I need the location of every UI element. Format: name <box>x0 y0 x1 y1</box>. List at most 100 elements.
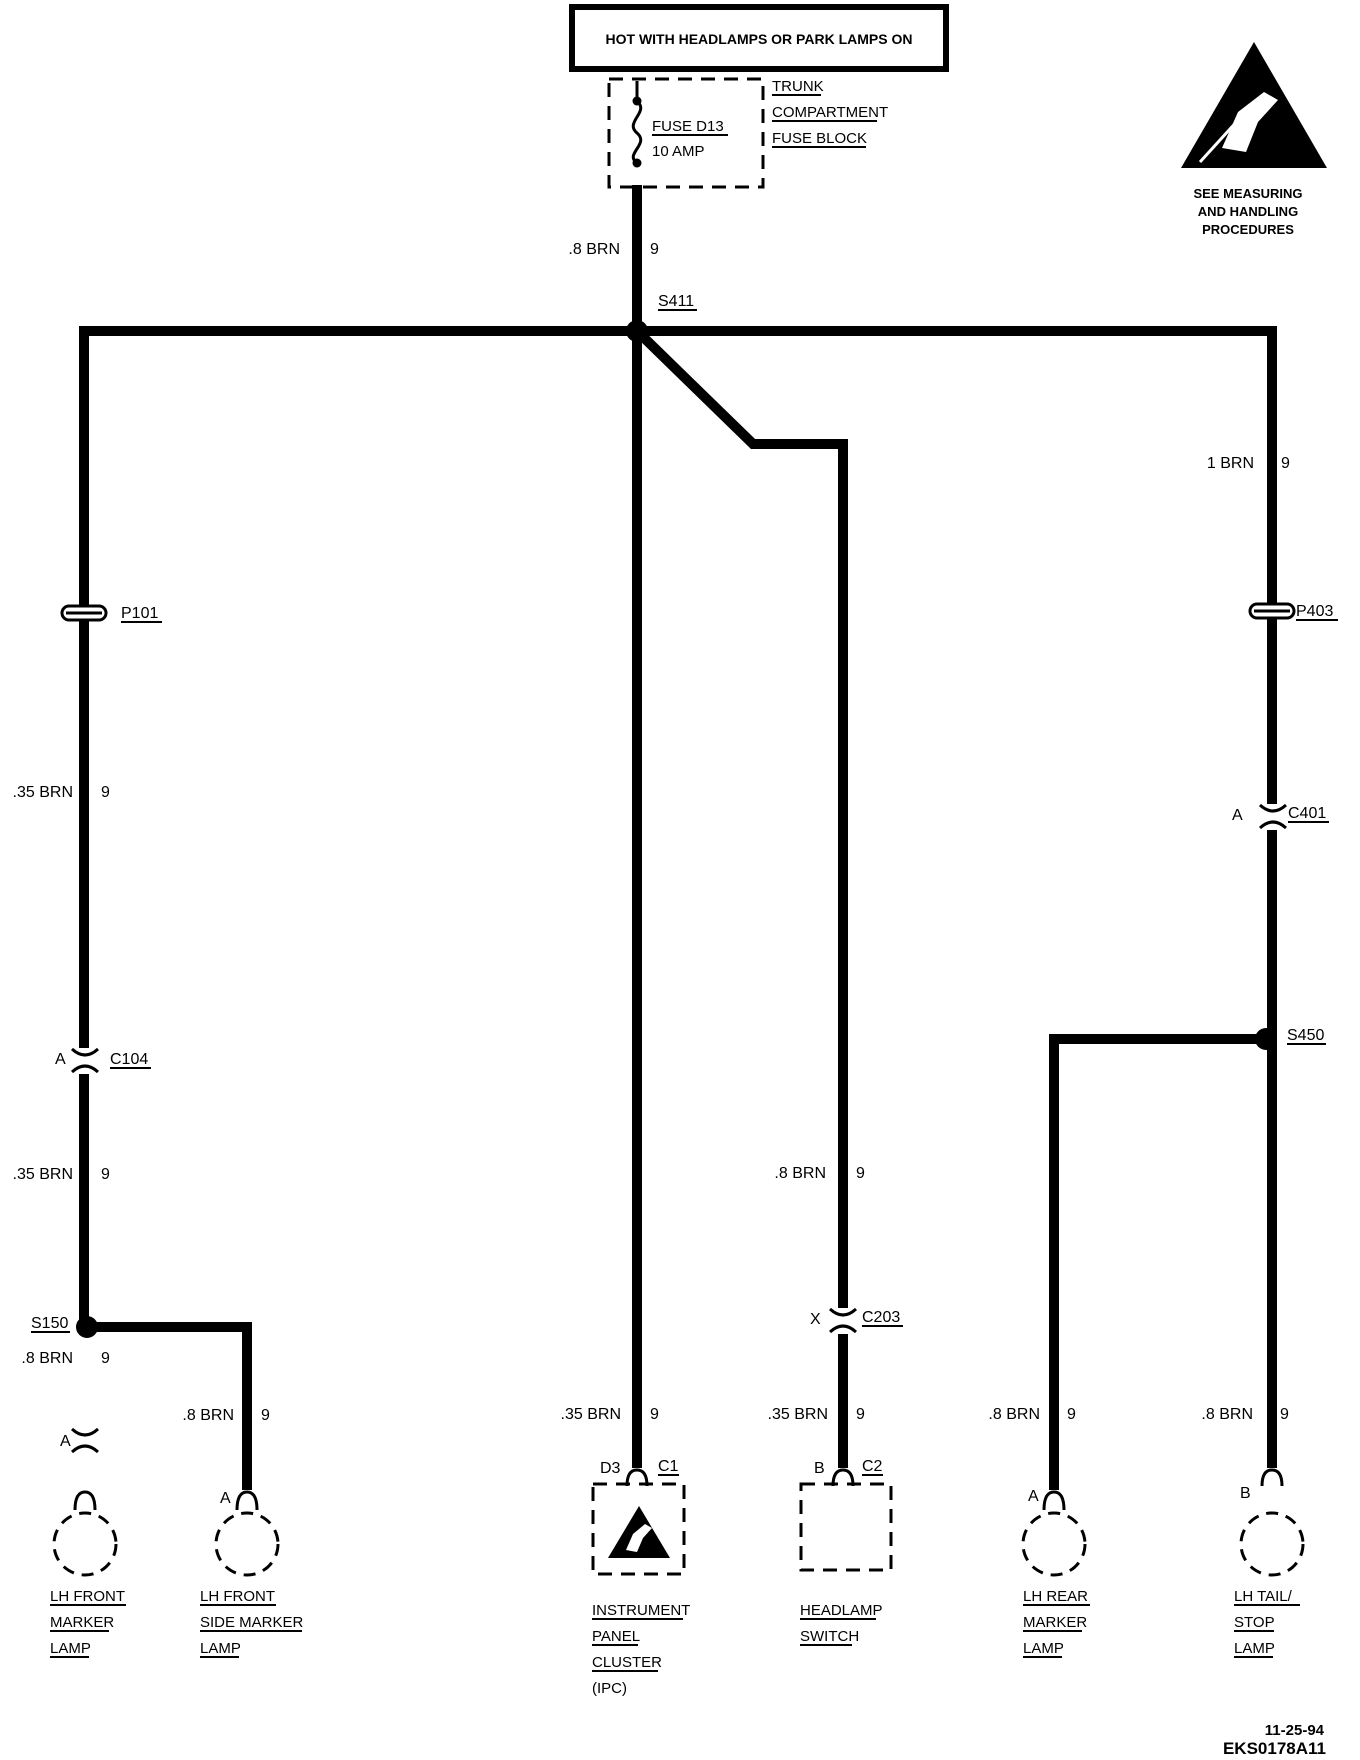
connector-c104-pin: A <box>55 1051 66 1068</box>
connector-c104 <box>70 1047 100 1074</box>
svg-text:LH FRONT: LH FRONT <box>200 1588 275 1605</box>
terminal-rear-marker-pin: A <box>1028 1488 1039 1505</box>
passthrough-p101-label: P101 <box>121 605 158 622</box>
label-side-marker: LH FRONT SIDE MARKER LAMP <box>200 1588 304 1658</box>
svg-text:CLUSTER: CLUSTER <box>592 1654 662 1671</box>
wire-rear-marker <box>1049 1034 1272 1492</box>
header-box <box>569 4 949 72</box>
fuse-block-label-2: COMPARTMENT <box>772 104 888 121</box>
wire-ipc-gauge: .35 BRN <box>561 1406 621 1423</box>
lamp-side-marker-icon <box>214 1511 280 1577</box>
terminal-hl-pin: B <box>814 1460 825 1477</box>
lamp-tail-stop-icon <box>1239 1511 1305 1577</box>
wire-hl-lower-circuit: 9 <box>856 1406 865 1423</box>
esd-note-3: PROCEDURES <box>1202 222 1294 237</box>
fuse-block-label-1: TRUNK <box>772 78 824 95</box>
wire-fuse-out-gauge: .8 BRN <box>568 241 620 258</box>
svg-text:LAMP: LAMP <box>200 1640 241 1657</box>
terminal-side-marker <box>235 1490 259 1511</box>
lamp-rear-marker-icon <box>1021 1511 1087 1577</box>
terminal-side-marker-pin: A <box>220 1490 231 1507</box>
label-rear-marker: LH REAR MARKER LAMP <box>1023 1588 1090 1658</box>
svg-text:STOP: STOP <box>1234 1614 1275 1631</box>
esd-note-2: AND HANDLING <box>1198 204 1298 219</box>
connector-c401-label: C401 <box>1288 805 1326 822</box>
connector-c203 <box>828 1307 858 1334</box>
svg-text:LAMP: LAMP <box>50 1640 91 1657</box>
wire-left-low-gauge: .8 BRN <box>21 1350 73 1367</box>
wire-rear-marker-gauge: .8 BRN <box>988 1406 1040 1423</box>
wire-left-upper-gauge: .35 BRN <box>13 784 73 801</box>
svg-text:(IPC): (IPC) <box>592 1680 627 1697</box>
terminal-tail <box>1260 1468 1284 1488</box>
wire-left-mid-gauge: .35 BRN <box>13 1166 73 1183</box>
fuse-name: FUSE D13 <box>652 118 724 135</box>
esd-warning-icon <box>1181 42 1327 168</box>
connector-c401-pin: A <box>1232 807 1243 824</box>
svg-text:LAMP: LAMP <box>1234 1640 1275 1657</box>
label-headlamp-switch: HEADLAMP SWITCH <box>800 1602 883 1646</box>
splice-s150-label: S150 <box>31 1315 68 1332</box>
svg-text:MARKER: MARKER <box>1023 1614 1087 1631</box>
terminal-hl-conn: C2 <box>862 1458 883 1475</box>
wire-side-marker <box>89 1322 252 1492</box>
terminal-front-marker <box>73 1490 97 1511</box>
svg-text:LH FRONT: LH FRONT <box>50 1588 125 1605</box>
fuse-icon <box>631 99 643 165</box>
svg-text:INSTRUMENT: INSTRUMENT <box>592 1602 690 1619</box>
wire-side-marker-gauge: .8 BRN <box>182 1407 234 1424</box>
fuse-block-box <box>607 77 765 189</box>
wire-tail-circuit: 9 <box>1280 1406 1289 1423</box>
wire-left-mid-circuit: 9 <box>101 1166 110 1183</box>
svg-text:MARKER: MARKER <box>50 1614 114 1631</box>
connector-c401 <box>1258 803 1288 830</box>
fuse-rating: 10 AMP <box>652 143 705 160</box>
svg-text:LH REAR: LH REAR <box>1023 1588 1088 1605</box>
terminal-rear-marker <box>1042 1490 1066 1511</box>
connector-c104-label: C104 <box>110 1051 148 1068</box>
wire-hl-upper-gauge: .8 BRN <box>774 1165 826 1182</box>
splice-s450-label: S450 <box>1287 1027 1324 1044</box>
wire-tail-gauge: .8 BRN <box>1201 1406 1253 1423</box>
splice-s150 <box>76 1316 98 1338</box>
footer-code: EKS0178A11 <box>1223 1739 1326 1758</box>
label-front-marker: LH FRONT MARKER LAMP <box>50 1588 126 1658</box>
wire-right-trunk-gauge: 1 BRN <box>1207 455 1254 472</box>
splice-s450 <box>1255 1028 1277 1050</box>
wire-rear-marker-circuit: 9 <box>1067 1406 1076 1423</box>
headlamp-switch-box <box>799 1482 893 1572</box>
wire-side-marker-circuit: 9 <box>261 1407 270 1424</box>
footer-date: 11-25-94 <box>1265 1722 1325 1739</box>
wire-main-bus <box>79 326 1277 1470</box>
lamp-front-marker-icon <box>52 1511 118 1577</box>
passthrough-p403 <box>1248 602 1296 620</box>
wire-fuse-out-circuit: 9 <box>650 241 659 258</box>
wire-ipc-circuit: 9 <box>650 1406 659 1423</box>
connector-c203-label: C203 <box>862 1309 900 1326</box>
ipc-esd-icon <box>608 1506 670 1558</box>
label-tail-stop: LH TAIL/ STOP LAMP <box>1234 1588 1300 1658</box>
wire-hl-upper-circuit: 9 <box>856 1165 865 1182</box>
label-ipc: INSTRUMENT PANEL CLUSTER (IPC) <box>592 1602 690 1697</box>
wire-left-low-circuit: 9 <box>101 1350 110 1367</box>
splice-s411-label: S411 <box>658 293 694 310</box>
svg-text:HEADLAMP: HEADLAMP <box>800 1602 883 1619</box>
svg-text:SIDE MARKER: SIDE MARKER <box>200 1614 304 1631</box>
connector-front-marker-pin: A <box>60 1433 71 1450</box>
svg-text:PANEL: PANEL <box>592 1628 640 1645</box>
passthrough-p403-label: P403 <box>1296 603 1333 620</box>
wire-headlamp <box>633 327 848 1470</box>
wire-left-upper-circuit: 9 <box>101 784 110 801</box>
fuse-terminal-bottom <box>632 158 642 168</box>
splice-s411 <box>626 320 648 342</box>
wire-hl-lower-gauge: .35 BRN <box>768 1406 828 1423</box>
svg-text:LAMP: LAMP <box>1023 1640 1064 1657</box>
connector-c203-pin: X <box>810 1311 821 1328</box>
svg-text:LH TAIL/: LH TAIL/ <box>1234 1588 1293 1605</box>
connector-front-marker <box>70 1427 100 1454</box>
header-label: HOT WITH HEADLAMPS OR PARK LAMPS ON <box>606 31 913 47</box>
terminal-ipc-pin: D3 <box>600 1460 621 1477</box>
passthrough-p101 <box>60 604 108 622</box>
terminal-ipc-conn: C1 <box>658 1458 679 1475</box>
